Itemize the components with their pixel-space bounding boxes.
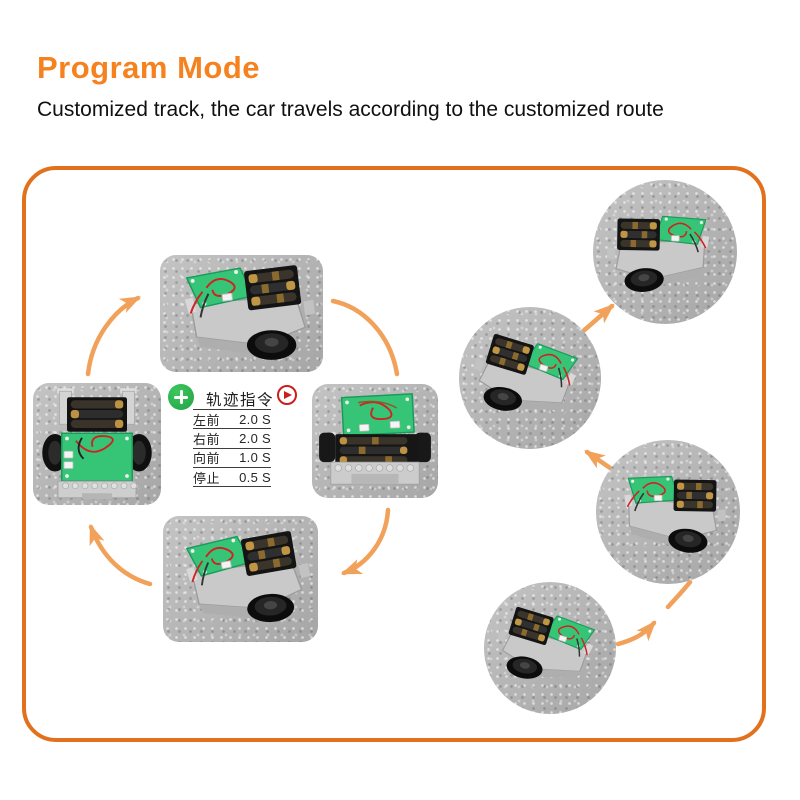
robot-car-illustration xyxy=(182,528,314,627)
car-photo-step-4 xyxy=(484,582,616,714)
car-photo-bottom xyxy=(163,516,318,642)
car-photo-step-1 xyxy=(593,180,737,324)
car-photo-right xyxy=(312,384,438,498)
arrow-step4-to-step3 xyxy=(615,620,657,647)
command-label: 向前 xyxy=(193,451,221,467)
robot-car-illustration xyxy=(616,466,732,558)
robot-car-illustration xyxy=(318,392,432,485)
program-mode-panel: 轨迹指令 左前 2.0 S 右前 2.0 S 向前 1.0 S 停止 0.5 S xyxy=(22,166,766,742)
robot-car-illustration xyxy=(490,602,599,690)
car-photo-left xyxy=(33,383,161,505)
page-title: Program Mode xyxy=(37,50,261,85)
command-row: 停止 0.5 S xyxy=(193,466,271,486)
command-duration: 0.5 S xyxy=(239,469,271,485)
command-duration: 2.0 S xyxy=(239,411,271,427)
car-photo-step-2 xyxy=(459,307,601,449)
command-duration: 2.0 S xyxy=(239,430,271,446)
command-row: 右前 2.0 S xyxy=(193,428,271,447)
command-label: 右前 xyxy=(193,431,221,447)
command-label: 停止 xyxy=(193,470,221,486)
robot-car-illustration xyxy=(41,387,153,500)
car-photo-top xyxy=(160,255,323,372)
robot-car-illustration xyxy=(183,263,316,361)
robot-car-illustration xyxy=(602,207,716,296)
car-photo-step-3 xyxy=(596,440,740,584)
command-label: 左前 xyxy=(193,412,221,428)
robot-car-illustration xyxy=(466,329,582,423)
play-triangle xyxy=(284,391,292,399)
page-subtitle: Customized track, the car travels accord… xyxy=(37,98,664,121)
arrow-right-to-bottom xyxy=(340,507,391,576)
command-row: 向前 1.0 S xyxy=(193,447,271,467)
command-duration: 1.0 S xyxy=(239,450,271,466)
arrow-step3-to-step2 xyxy=(584,449,616,473)
arrow-left-to-top xyxy=(85,295,142,377)
command-row: 左前 2.0 S xyxy=(193,409,271,428)
command-table-title: 轨迹指令 xyxy=(206,392,275,409)
arrow-step4-tail xyxy=(665,579,693,610)
arrow-bottom-to-left xyxy=(88,523,153,587)
command-table: 左前 2.0 S 右前 2.0 S 向前 1.0 S 停止 0.5 S xyxy=(193,409,271,488)
curve-top-to-right xyxy=(330,298,400,377)
play-icon[interactable] xyxy=(277,385,297,405)
track-command-panel: 轨迹指令 左前 2.0 S 右前 2.0 S 向前 1.0 S 停止 0.5 S xyxy=(167,384,301,492)
plus-icon[interactable] xyxy=(168,384,194,410)
